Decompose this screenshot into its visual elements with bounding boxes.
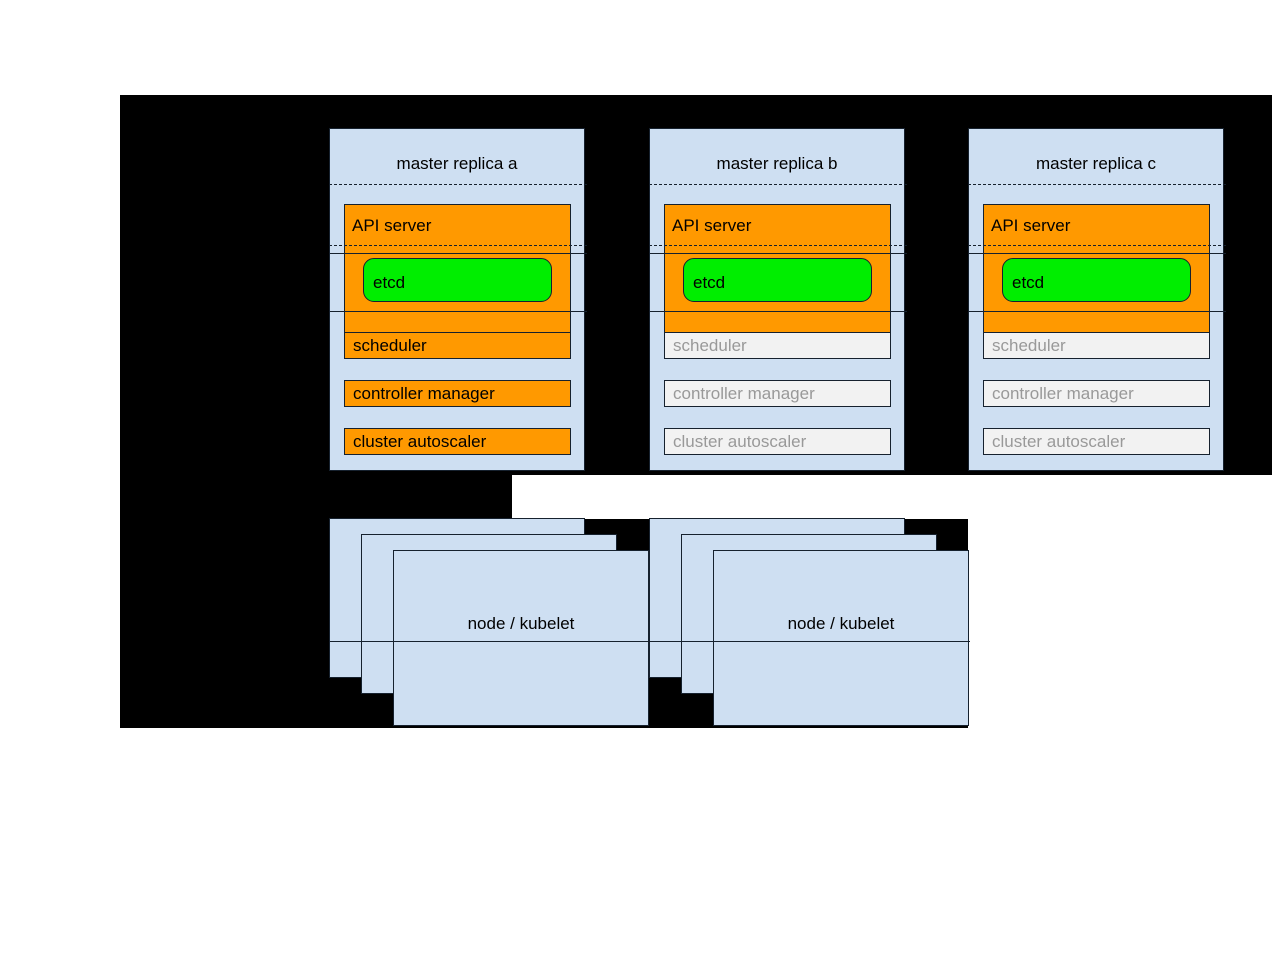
replica-c-scheduler[interactable]: scheduler [983, 332, 1210, 359]
replica-a-api-server-label: API server [352, 216, 432, 235]
node-group-1-card-front[interactable]: node / kubelet [393, 550, 649, 726]
replica-c-cluster-autoscaler[interactable]: cluster autoscaler [983, 428, 1210, 455]
node-group-1-title: node / kubelet [467, 614, 575, 633]
replica-b-etcd-box[interactable] [683, 258, 872, 302]
node-group-1-rule [329, 641, 650, 642]
backdrop-left-notch [120, 475, 512, 519]
replica-a-cluster-autoscaler[interactable]: cluster autoscaler [344, 428, 571, 455]
replica-c-etcd-box[interactable] [1002, 258, 1191, 302]
node-group-2-card-front[interactable]: node / kubelet [713, 550, 969, 726]
replica-a-etcd-label: etcd [373, 273, 406, 292]
node-group-2-rule [649, 641, 970, 642]
replica-c-etcd-label: etcd [1012, 273, 1045, 292]
replica-c-solid-bottom [968, 311, 1226, 312]
replica-b-divider-mid [649, 245, 907, 246]
replica-c-solid-top [968, 253, 1226, 254]
replica-c-api-server-label: API server [991, 216, 1071, 235]
replica-b-divider-top [649, 184, 907, 185]
replica-c-controller-manager[interactable]: controller manager [983, 380, 1210, 407]
replica-a-scheduler[interactable]: scheduler [344, 332, 571, 359]
replica-b-solid-bottom [649, 311, 907, 312]
master-replica-c-title: master replica c [1036, 154, 1156, 173]
master-replica-a-title: master replica a [396, 154, 518, 173]
node-group-2-title: node / kubelet [787, 614, 895, 633]
replica-a-solid-bottom [329, 311, 587, 312]
master-replica-b-title: master replica b [716, 154, 838, 173]
replica-a-solid-top [329, 253, 587, 254]
master-replica-b[interactable]: master replica b API server etcd schedul… [649, 128, 907, 471]
replica-b-cluster-autoscaler[interactable]: cluster autoscaler [664, 428, 891, 455]
replica-b-solid-top [649, 253, 907, 254]
replica-a-controller-manager[interactable]: controller manager [344, 380, 571, 407]
replica-a-divider-top [329, 184, 587, 185]
replica-b-scheduler[interactable]: scheduler [664, 332, 891, 359]
replica-a-divider-mid [329, 245, 587, 246]
replica-b-api-server-label: API server [672, 216, 752, 235]
replica-c-divider-top [968, 184, 1226, 185]
replica-c-divider-mid [968, 245, 1226, 246]
master-replica-c[interactable]: master replica c API server etcd schedul… [968, 128, 1226, 471]
replica-b-controller-manager[interactable]: controller manager [664, 380, 891, 407]
replica-b-etcd-label: etcd [693, 273, 726, 292]
replica-a-etcd-box[interactable] [363, 258, 552, 302]
master-replica-a[interactable]: master replica a API server etcd schedul… [329, 128, 587, 471]
